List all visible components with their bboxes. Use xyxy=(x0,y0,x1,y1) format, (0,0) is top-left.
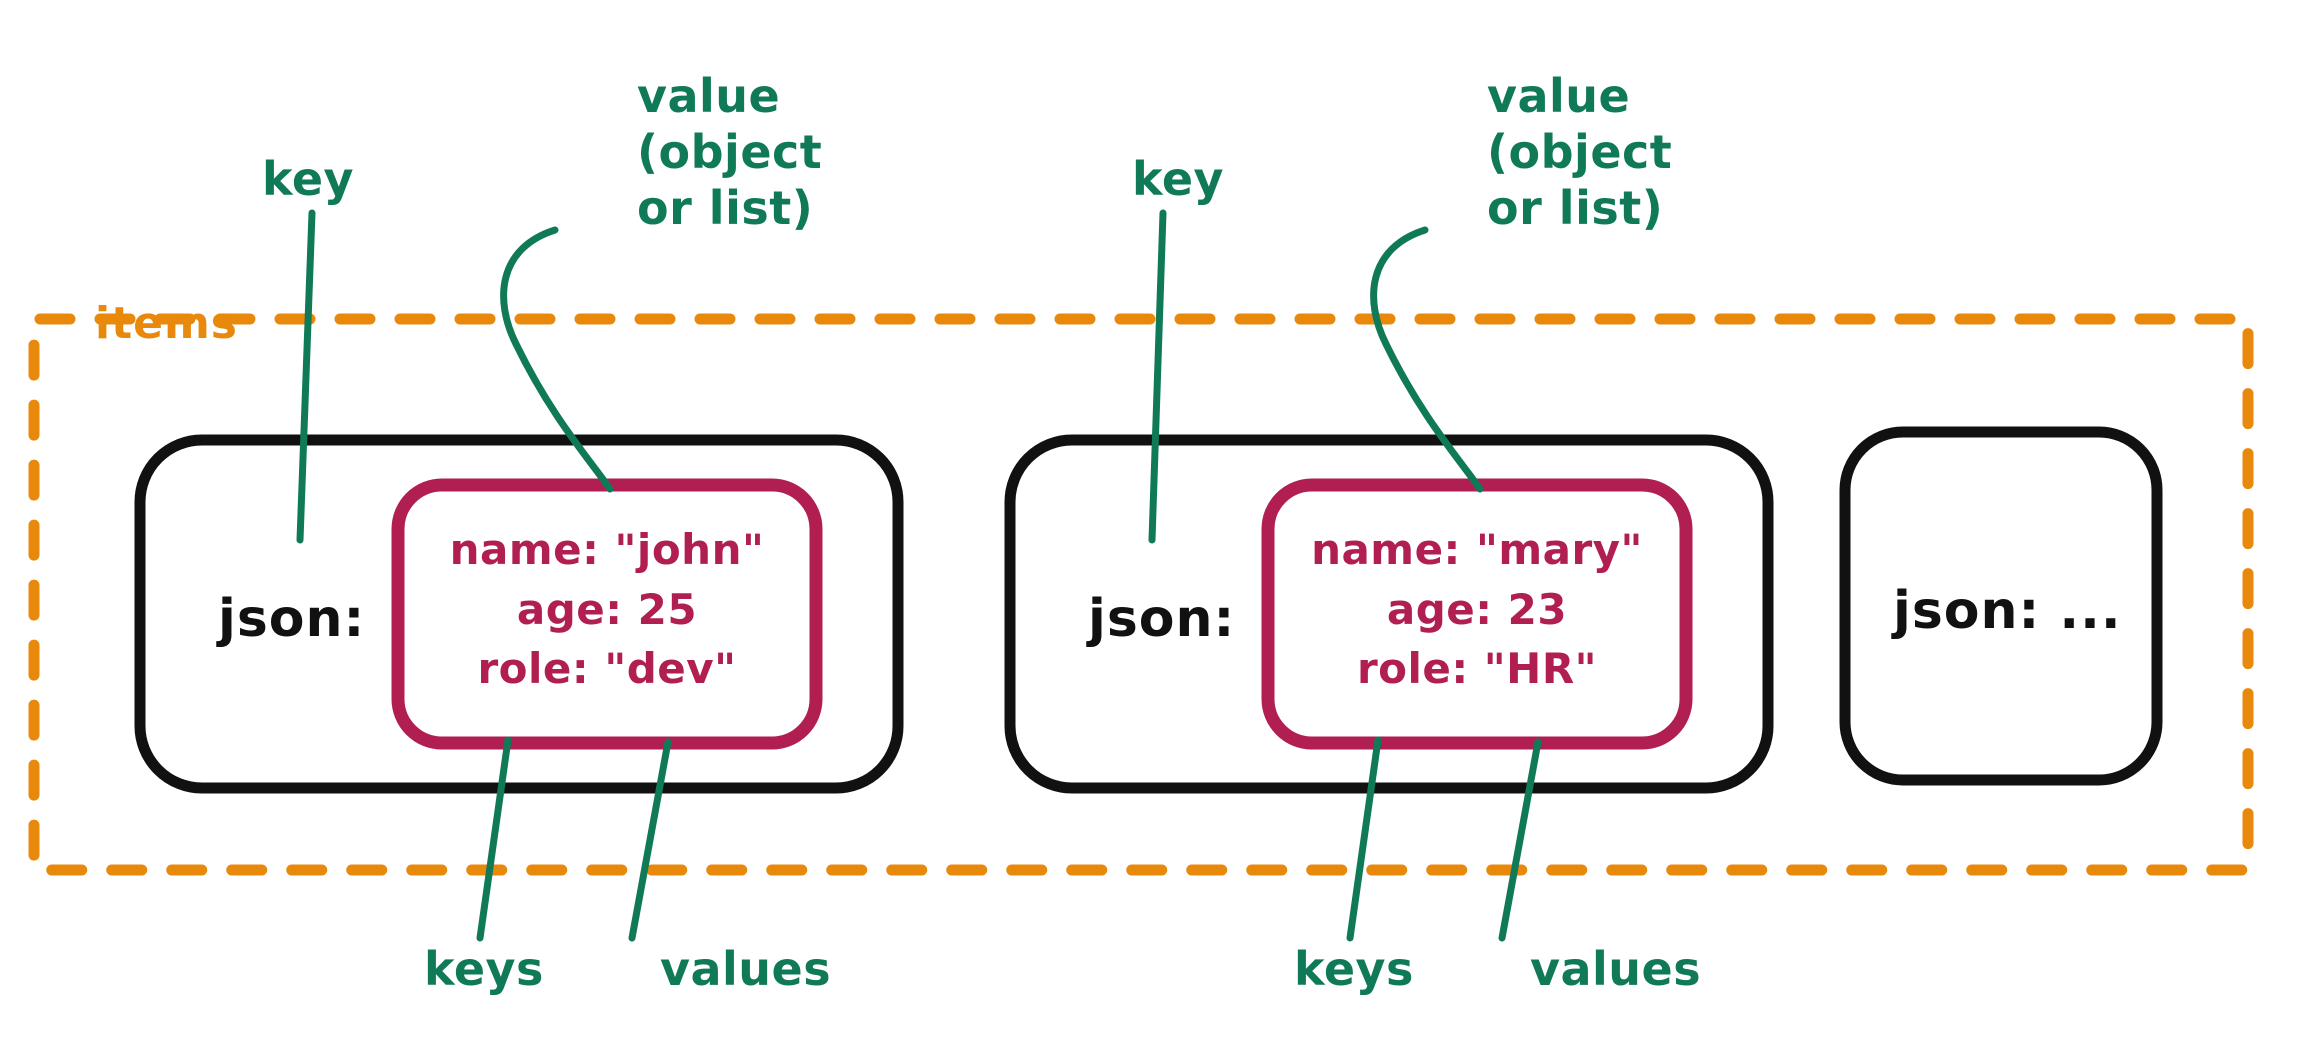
item-card-1-pair-role: role: "dev" xyxy=(477,644,737,694)
item-card-1-json-label: json: xyxy=(218,589,366,649)
annotation-value-2-line1: value xyxy=(1487,69,1631,123)
item-card-1-pairs: name: "john" age: 25 role: "dev" xyxy=(398,520,816,699)
annotation-key-1: key xyxy=(262,152,355,206)
annotation-values-1: values xyxy=(660,942,832,996)
item-card-1-value[interactable] xyxy=(398,485,816,743)
item-card-2-pair-role: role: "HR" xyxy=(1356,644,1598,694)
annotation-keys-1: keys xyxy=(424,942,544,996)
annotation-value-1-line2: (object xyxy=(637,125,823,180)
annotation-values-2: values xyxy=(1530,942,1702,996)
annotation-value-1-line1: value xyxy=(637,69,781,123)
annotation-value-2-line3: or list) xyxy=(1487,181,1664,236)
item-card-2-json-label: json: xyxy=(1088,589,1236,649)
annotation-value-2: value (object or list) xyxy=(1487,68,1672,236)
item-card-2-pair-age: age: 23 xyxy=(1386,584,1568,634)
item-card-2-pairs: name: "mary" age: 23 role: "HR" xyxy=(1268,520,1686,699)
item-card-3-json-label: json: ... xyxy=(1893,581,2122,641)
annotation-value-1-line3: or list) xyxy=(637,181,814,236)
item-card-1-pair-age: age: 25 xyxy=(516,584,698,634)
item-card-2-value[interactable] xyxy=(1268,485,1686,743)
item-card-1-pair-name: name: "john" xyxy=(449,525,765,574)
annotation-key-2: key xyxy=(1132,152,1225,206)
item-card-3[interactable] xyxy=(1845,432,2157,780)
items-group-label: items xyxy=(95,298,238,349)
item-card-2-pair-name: name: "mary" xyxy=(1311,525,1643,574)
annotation-value-2-line2: (object xyxy=(1487,125,1673,180)
annotation-keys-2: keys xyxy=(1294,942,1414,996)
annotation-value-1: value (object or list) xyxy=(637,68,822,236)
